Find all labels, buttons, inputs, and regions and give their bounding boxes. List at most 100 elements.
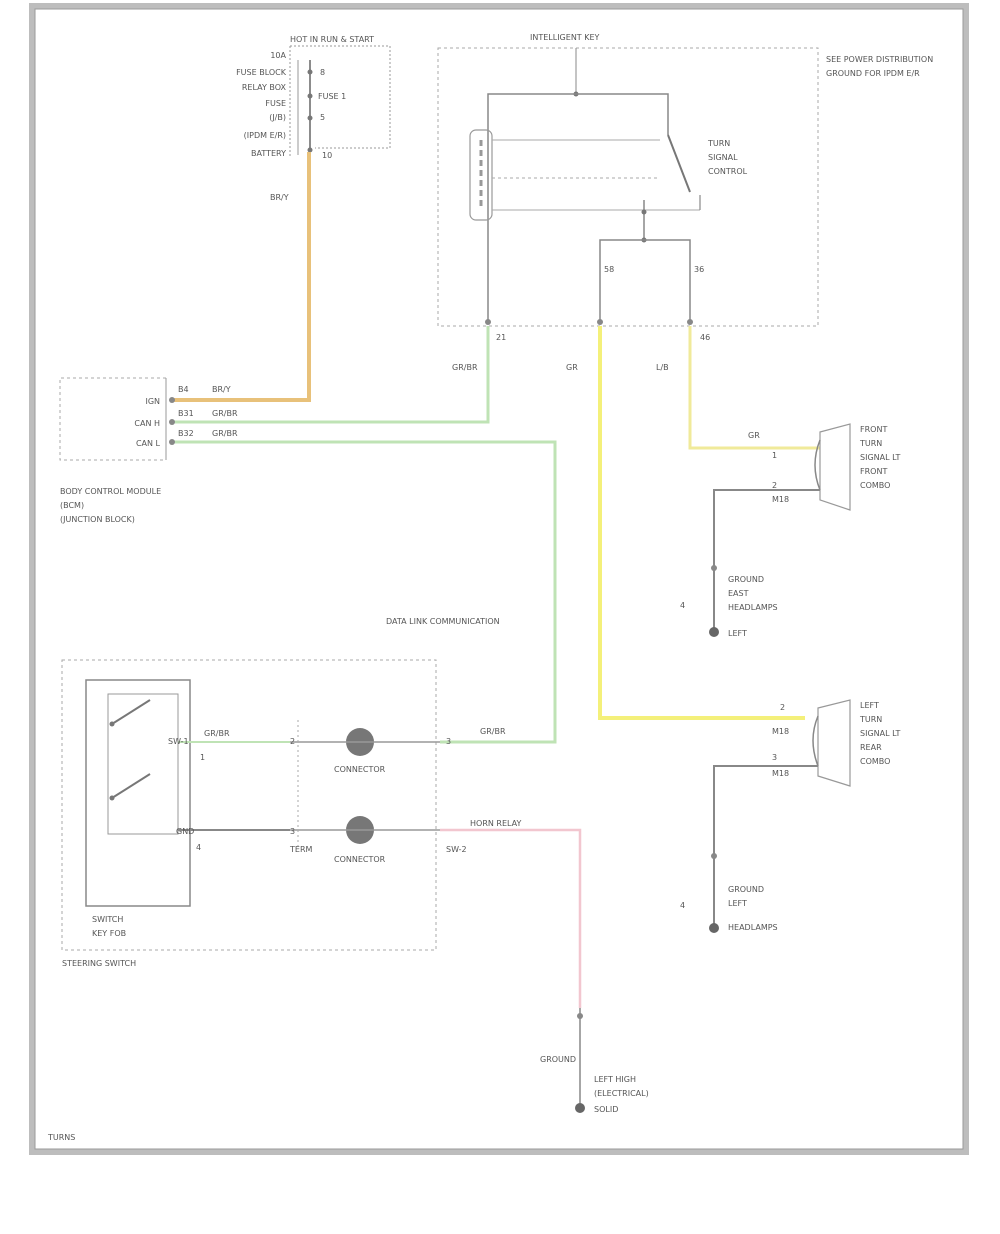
fuse-pin-3: 5 [320, 113, 325, 122]
ground-wire-pink [440, 828, 582, 1008]
lt-conn-2: M18 [772, 769, 789, 778]
ikey-pin-46: 46 [700, 333, 710, 342]
ground-bottom-4: SOLID [594, 1105, 618, 1114]
relay-label-1: TURN [707, 139, 730, 148]
power-wire-orange [172, 152, 311, 402]
ikey-pin-21: 21 [496, 333, 506, 342]
rt-conn: M18 [772, 495, 789, 504]
wire-label-3: GR [566, 363, 578, 372]
lt-pin-2: 3 [772, 753, 777, 762]
rt-comp-2: TURN [859, 439, 882, 448]
ground-bottom-3: (ELECTRICAL) [594, 1089, 649, 1098]
outer-wire-1: GR/BR [480, 727, 506, 736]
rt-ground-3: HEADLAMPS [728, 603, 778, 612]
intelligent-key-unit: INTELLIGENT KEY TURN SIGNAL CONTROL SEE … [437, 33, 933, 342]
fuse-row-5: (J/B) [269, 113, 286, 122]
signal-wire-yellow-left [598, 326, 805, 720]
fuse-row-4: FUSE [265, 99, 286, 108]
fuse-block: HOT IN RUN & START 10A FUSE BLOCK RELAY … [236, 35, 391, 202]
conn-pin-label: TERM [289, 845, 313, 854]
bcm-pin-1: B4 [178, 385, 189, 394]
ground-bottom-1: GROUND [540, 1055, 576, 1064]
fuse-row-6: (IPDM E/R) [244, 131, 286, 140]
lt-conn-1: M18 [772, 727, 789, 736]
rt-pin-2: 2 [772, 481, 777, 490]
bcm-wire-1: BR/Y [212, 385, 231, 394]
fuse-row-7: BATTERY [251, 149, 286, 158]
intelligent-key-title: INTELLIGENT KEY [530, 33, 600, 42]
rt-ground-1: GROUND [728, 575, 764, 584]
switch-label-2: KEY FOB [92, 929, 126, 938]
bcm-wire-3: GR/BR [212, 429, 238, 438]
switch-label-1: SWITCH [92, 915, 123, 924]
conn-pin-1: 2 [290, 737, 295, 746]
diagram-border-inner [34, 8, 964, 1150]
rt-comp-3: SIGNAL LT [860, 453, 900, 462]
ikey-note-2: GROUND FOR IPDM E/R [826, 69, 920, 78]
conn-pin-2: 3 [290, 827, 295, 836]
switch-pin-1: 1 [200, 753, 205, 762]
relay-label-2: SIGNAL [708, 153, 738, 162]
switch-pin-label-2: GND [176, 827, 194, 836]
can-wire-green-1 [172, 326, 490, 424]
lt-comp-3: SIGNAL LT [860, 729, 900, 738]
lt-ground-2: LEFT [728, 899, 747, 908]
connector-label-1: CONNECTOR [334, 765, 386, 774]
signal-wire-yellow-right [688, 326, 820, 450]
rt-wire-1: GR [748, 431, 760, 440]
bcm-pin-name-3: CAN L [136, 439, 161, 448]
rt-comp-5: COMBO [860, 481, 890, 490]
fuse-pin-1: 8 [320, 68, 325, 77]
rt-ground-wire [713, 489, 820, 632]
bcm-wire-2: GR/BR [212, 409, 238, 418]
fuse-row-1: 10A [270, 51, 286, 60]
rt-ground-2: EAST [728, 589, 749, 598]
comm-label: DATA LINK COMMUNICATION [386, 617, 500, 626]
rt-ground-pin: 4 [680, 601, 685, 610]
footer-id: TURNS [47, 1133, 75, 1142]
can-wire-green-2 [172, 440, 557, 744]
front-turn-lamp-right: GR 1 2 M18 FRONT TURN SIGNAL LT FRONT CO… [748, 423, 900, 511]
connector-label-2: CONNECTOR [334, 855, 386, 864]
rt-ground-4: LEFT [728, 629, 747, 638]
lt-comp-1: LEFT [860, 701, 879, 710]
ikey-note-1: SEE POWER DISTRIBUTION [826, 55, 933, 64]
wire-label-1: BR/Y [270, 193, 289, 202]
pink-wire-label: HORN RELAY [470, 819, 522, 828]
fuse-pin-2: FUSE 1 [318, 92, 346, 101]
combination-switch: SW-1 1 GND 4 GR/BR 2 3 TERM CONNECTOR CO… [61, 659, 506, 968]
bcm-label-1: BODY CONTROL MODULE [60, 487, 161, 496]
diagram-border [29, 3, 969, 1155]
switch-wire-1: GR/BR [204, 729, 230, 738]
outer-pin-2: SW-2 [446, 845, 467, 854]
relay-label-3: CONTROL [708, 167, 748, 176]
lt-comp-2: TURN [859, 715, 882, 724]
outer-pin-1: 3 [446, 737, 451, 746]
lt-comp-5: COMBO [860, 757, 890, 766]
bcm-pin-3: B32 [178, 429, 194, 438]
rt-pin-1: 1 [772, 451, 777, 460]
switch-pin-2: 4 [196, 843, 201, 852]
bcm-pin-name-2: CAN H [134, 419, 160, 428]
switch-pin-label-1: SW-1 [168, 737, 189, 746]
bcm-pin-2: B31 [178, 409, 194, 418]
lt-ground-pin: 4 [680, 901, 685, 910]
fuse-row-2: FUSE BLOCK [236, 68, 287, 77]
rt-comp-1: FRONT [860, 425, 887, 434]
fuse-block-title: HOT IN RUN & START [290, 35, 374, 44]
bcm-pin-name-1: IGN [145, 397, 160, 406]
ground-bottom-2: LEFT HIGH [594, 1075, 636, 1084]
fuse-pin-4: 10 [322, 151, 332, 160]
lt-ground-3: HEADLAMPS [728, 923, 778, 932]
ikey-pin-36: 36 [694, 265, 704, 274]
lt-pin-1: 2 [780, 703, 785, 712]
rt-comp-4: FRONT [860, 467, 887, 476]
bcm-module: IGN CAN H CAN L B4 B31 B32 BR/Y GR/BR GR… [59, 377, 238, 524]
wire-label-4: L/B [656, 363, 669, 372]
ikey-pin-58: 58 [604, 265, 614, 274]
bottom-ground-label: GROUND LEFT HIGH (ELECTRICAL) SOLID [540, 1055, 649, 1114]
combination-switch-label: STEERING SWITCH [62, 959, 136, 968]
lt-comp-4: REAR [860, 743, 882, 752]
front-turn-lamp-left: 2 M18 3 M18 LEFT TURN SIGNAL LT REAR COM… [772, 699, 900, 787]
